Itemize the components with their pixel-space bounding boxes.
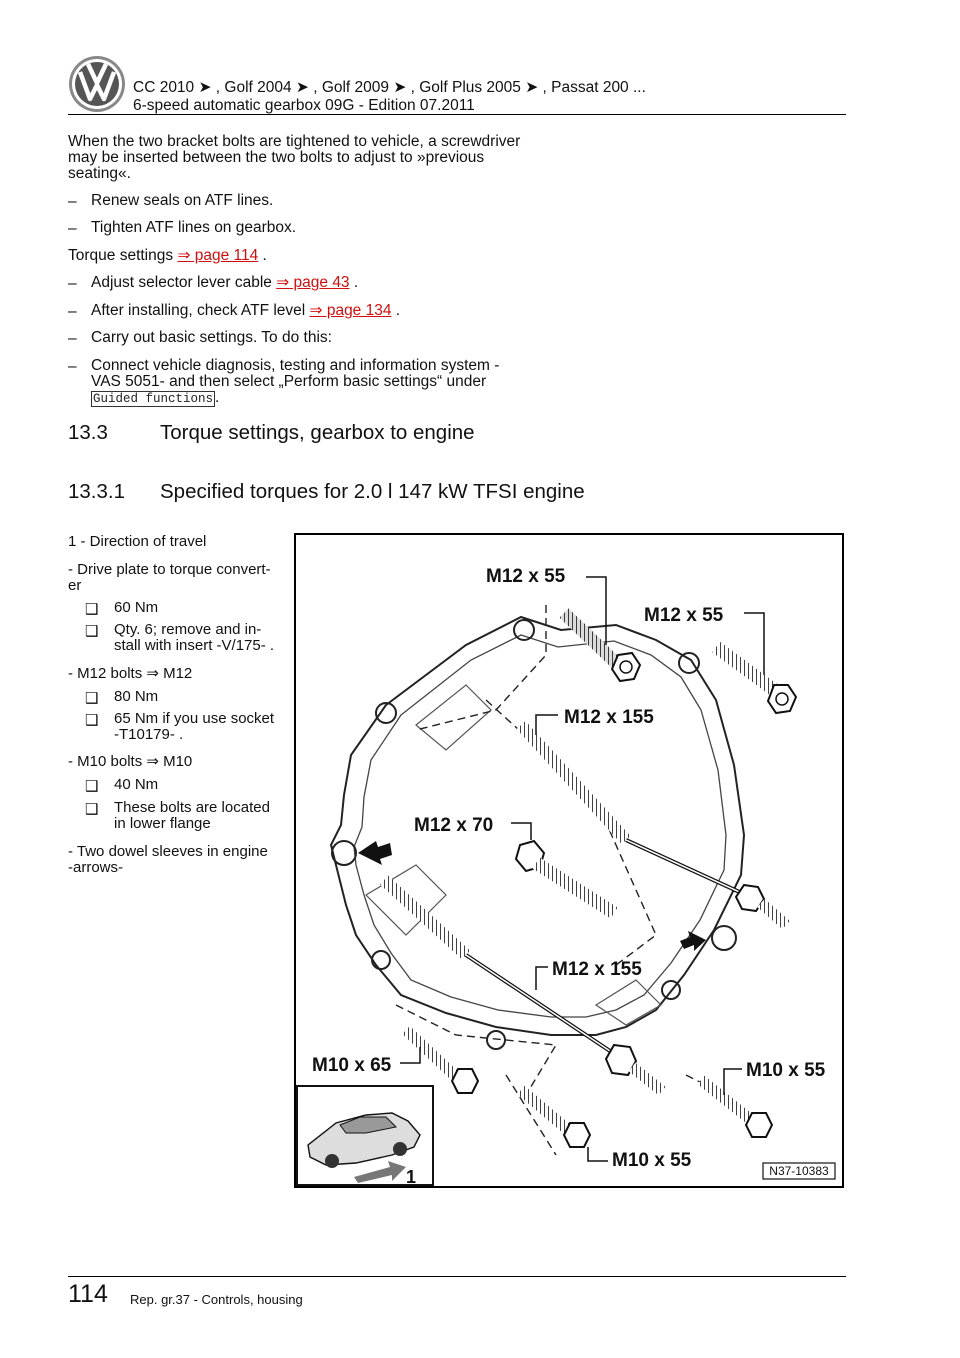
bolt-m12x55-b (712, 641, 798, 715)
legend-item-dowel-l1: - Two dowel sleeves in engine (68, 843, 268, 860)
legend-drive-plate-torque: 60 Nm (114, 599, 159, 616)
label-m10x65: M10 x 65 (312, 1055, 392, 1076)
header-breadcrumb: CC 2010 ➤ , Golf 2004 ➤ , Golf 2009 ➤ , … (133, 79, 646, 96)
legend-item-m10: - M10 bolts ⇒ M10 (68, 753, 193, 770)
step-connect-diagnosis-line1: Connect vehicle diagnosis, testing and i… (91, 357, 500, 374)
label-m12x55-b: M12 x 55 (644, 605, 724, 626)
legend-drive-plate-qty-l2: stall with insert -V/175- . (114, 637, 275, 654)
dowel-arrow-icon (680, 931, 706, 951)
dash-marker: – (68, 275, 77, 292)
step-tighten-atf: Tighten ATF lines on gearbox. (91, 219, 297, 236)
vw-logo-icon (68, 55, 126, 113)
bolt-m10x55-b (697, 1075, 774, 1138)
legend-m12-torque: 80 Nm (114, 688, 159, 705)
period: . (349, 274, 359, 291)
dash-marker: – (68, 330, 77, 347)
subsection-title: Specified torques for 2.0 l 147 kW TFSI … (160, 480, 585, 503)
legend-item-m12: - M12 bolts ⇒ M12 (68, 665, 193, 682)
page-number: 114 (68, 1280, 108, 1308)
legend-item-drive-plate-l1: - Drive plate to torque convert- (68, 561, 271, 578)
legend-drive-plate-qty-l1: Qty. 6; remove and in- (114, 621, 262, 638)
header-subtitle: 6-speed automatic gearbox 09G - Edition … (133, 97, 475, 114)
period: . (258, 247, 267, 264)
gearbox-torque-figure: M12 x 55 M12 x 55 M12 x 155 M12 x 70 M12… (294, 533, 844, 1188)
travel-arrow-icon (354, 1161, 406, 1183)
checkbox-bullet-icon: ❑ (85, 601, 99, 618)
step-adjust-selector-text: Adjust selector lever cable (91, 274, 272, 291)
inset-number: 1 (406, 1167, 416, 1186)
torque-settings-label: Torque settings (68, 247, 174, 264)
checkbox-bullet-icon: ❑ (85, 690, 99, 707)
period: . (391, 302, 401, 319)
bolt-m12x70 (514, 839, 618, 919)
legend-item-drive-plate-l2: er (68, 577, 82, 594)
label-m10x55-b: M10 x 55 (746, 1060, 826, 1081)
dash-marker: – (68, 303, 77, 320)
dowel-arrow-icon (358, 841, 392, 865)
checkbox-bullet-icon: ❑ (85, 623, 99, 640)
dash-marker: – (68, 220, 77, 237)
section-title: Torque settings, gearbox to engine (160, 421, 475, 444)
dash-marker: – (68, 358, 77, 375)
bolt-m12x155-a (516, 720, 790, 930)
label-m12x155-b: M12 x 155 (552, 959, 642, 980)
header-divider (68, 114, 846, 115)
bolt-m10x65 (402, 1025, 480, 1094)
bolt-m12x55-a (559, 608, 642, 683)
step-connect-diagnosis-line2: VAS 5051- and then select „Perform basic… (91, 373, 487, 390)
guided-functions-line: Guided functions. (91, 390, 219, 407)
bolt-m12x155-b (379, 875, 666, 1096)
label-m12x155-a: M12 x 155 (564, 707, 654, 728)
legend-m10-torque: 40 Nm (114, 776, 159, 793)
label-m10x55-a: M10 x 55 (612, 1150, 692, 1171)
step-adjust-selector: Adjust selector lever cable ⇒ page 43 . (91, 275, 358, 291)
torque-settings-line: Torque settings ⇒ page 114 . (68, 248, 267, 264)
checkbox-bullet-icon: ❑ (85, 778, 99, 795)
direction-of-travel-inset: 1 (296, 1085, 434, 1186)
guided-functions-button[interactable]: Guided functions (91, 391, 216, 407)
legend-m10-location-l2: in lower flange (114, 815, 211, 832)
dash-marker: – (68, 193, 77, 210)
ref-code-box (762, 1162, 836, 1180)
legend-m10-location-l1: These bolts are located (114, 799, 270, 816)
bolt-m10x55-a (517, 1085, 592, 1148)
subsection-number: 13.3.1 (68, 480, 125, 503)
legend-item-dowel-l2: -arrows- (68, 859, 123, 876)
step-check-atf: After installing, check ATF level ⇒ page… (91, 303, 400, 319)
ref-code: N37-10383 (769, 1164, 829, 1178)
intro-paragraph: When the two bracket bolts are tightened… (68, 133, 521, 182)
period: . (215, 389, 220, 406)
footer-divider (68, 1276, 846, 1277)
section-number: 13.3 (68, 421, 108, 444)
label-m12x55-a: M12 x 55 (486, 566, 566, 587)
step-basic-settings: Carry out basic settings. To do this: (91, 329, 332, 346)
atf-page-link[interactable]: ⇒ page 134 (309, 302, 392, 319)
footer-text: Rep. gr.37 - Controls, housing (130, 1292, 303, 1307)
label-m12x70: M12 x 70 (414, 815, 493, 836)
torque-page-link[interactable]: ⇒ page 114 (177, 247, 259, 264)
checkbox-bullet-icon: ❑ (85, 712, 99, 729)
step-renew-seals: Renew seals on ATF lines. (91, 192, 274, 209)
legend-item-direction: 1 - Direction of travel (68, 533, 207, 550)
step-check-atf-text: After installing, check ATF level (91, 302, 306, 319)
checkbox-bullet-icon: ❑ (85, 801, 99, 818)
legend-m12-socket-l1: 65 Nm if you use socket (114, 710, 275, 727)
gearbox-flange-drawing: M12 x 55 M12 x 55 M12 x 155 M12 x 70 M12… (296, 566, 836, 1186)
legend-m12-socket-l2: -T10179- . (114, 726, 184, 743)
selector-page-link[interactable]: ⇒ page 43 (276, 274, 350, 291)
